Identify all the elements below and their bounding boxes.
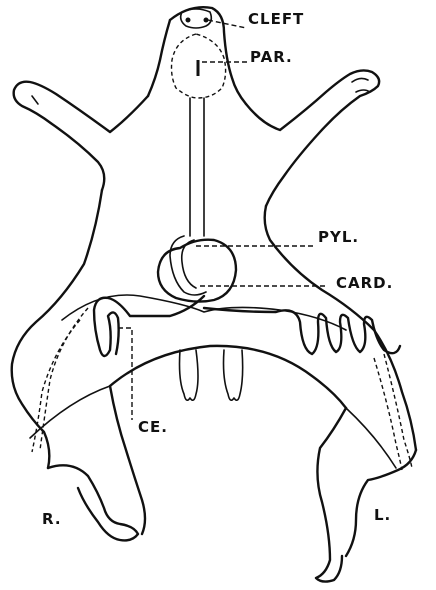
cleft-leader [208,20,246,28]
left-hindlimb-outer [346,450,416,556]
intestine-right-loops [94,296,204,356]
left-forepaw-detail [352,78,370,92]
left-hindlimb [316,408,346,582]
label-ce: CE. [138,418,168,436]
esophagus [190,98,204,236]
label-pyl: PYL. [318,228,359,246]
right-hindlimb-inner [110,386,145,534]
right-intestine-tract [40,308,88,450]
central-paw-right [224,350,243,400]
lower-body-line-2 [346,408,396,468]
head [148,7,246,104]
central-paw-left [180,350,199,400]
right-intestine-tract-2 [32,320,80,452]
label-cleft: CLEFT [248,10,304,28]
label-r: R. [42,510,62,528]
label-par: PAR. [250,48,293,66]
right-forepaw-detail [32,96,38,104]
label-l: L. [374,506,391,524]
right-hindlimb [48,465,138,540]
pelvic-arc [110,346,346,408]
label-card: CARD. [336,274,393,292]
body-right-side [12,190,102,468]
